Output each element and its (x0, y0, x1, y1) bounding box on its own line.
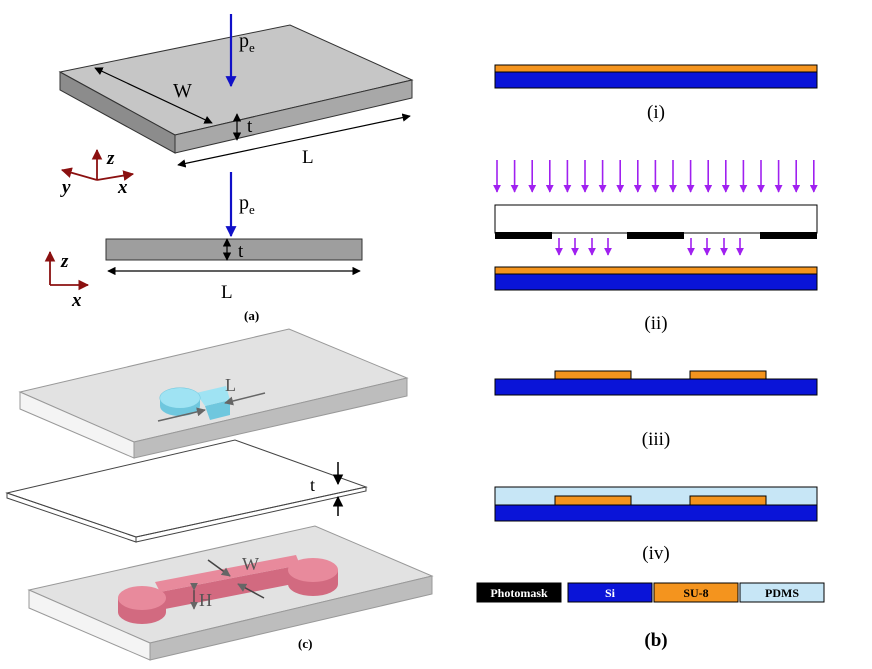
caption-a: (a) (244, 308, 259, 323)
step-label-iv: (iv) (642, 543, 669, 564)
step-i-stack (494, 64, 818, 89)
length-arrow-c-2 (157, 407, 206, 422)
legend: Photomask Si SU-8 PDMS (476, 582, 825, 603)
legend-item-photomask: Photomask (476, 582, 562, 603)
top-slab (18, 328, 409, 459)
width-arrow-c-2 (237, 583, 265, 599)
su8-feature-2 (689, 495, 767, 506)
width-label-c: W (242, 554, 259, 574)
svg-text:SU-8: SU-8 (683, 586, 708, 600)
force-label-top: pe (239, 30, 255, 55)
step-ii-stack (494, 266, 818, 291)
cyan-channel (159, 386, 230, 420)
legend-item-su8: SU-8 (653, 582, 739, 603)
step-label-iii: (iii) (642, 429, 671, 450)
legend-item-pdms: PDMS (739, 582, 825, 603)
su8-layer (494, 266, 818, 275)
legend-item-si: Si (567, 582, 653, 603)
mask-glass (494, 204, 818, 234)
plate-side-view (105, 238, 363, 261)
si-substrate (494, 504, 818, 522)
force-label-side: pe (239, 192, 255, 217)
photomask-assembly (494, 204, 818, 239)
step-iii-stack (494, 370, 818, 396)
length-label-side: L (221, 282, 233, 303)
caption-c: (c) (298, 636, 312, 651)
width-label: W (173, 80, 192, 102)
axis-x-label-side: x (71, 290, 82, 311)
mask-block-3 (760, 232, 817, 239)
su8-feature-1 (554, 370, 632, 380)
caption-b: (b) (644, 630, 667, 651)
length-arrow-c-1 (224, 392, 266, 406)
step-iv-stack (494, 486, 818, 522)
step-label-ii: (ii) (644, 313, 667, 334)
height-label-c: H (199, 590, 212, 610)
su8-feature-2 (689, 370, 767, 380)
panel-c: L t W H (c) (5, 328, 434, 661)
axis-z-label-top: z (106, 148, 115, 169)
uv-transmitted-arrows (555, 238, 744, 256)
thickness-label-side: t (238, 241, 244, 262)
pdms-layer (494, 486, 818, 506)
thin-sheet (5, 439, 368, 543)
si-substrate (494, 71, 818, 89)
axis-z-label-side: z (60, 251, 69, 272)
panel-a: W pe t L z y x pe t L z x ( (44, 14, 414, 323)
axis-y-label: y (60, 177, 71, 198)
length-label-top: L (302, 147, 314, 168)
su8-layer (494, 64, 818, 73)
plate-3d (58, 24, 414, 154)
panel-b: (i) (ii) (iii) (iv) (476, 64, 825, 651)
thickness-label-c: t (310, 475, 315, 495)
svg-text:Si: Si (605, 586, 616, 600)
length-label-c: L (225, 375, 236, 395)
svg-text:Photomask: Photomask (490, 586, 548, 600)
length-dimension-arrow-top (177, 113, 411, 168)
width-arrow-c-1 (207, 559, 231, 577)
thickness-label-top: t (247, 116, 253, 137)
axis-x-label-top: x (117, 177, 128, 198)
su8-feature-1 (554, 495, 632, 506)
uv-light-arrows (493, 160, 818, 193)
axes-2d: z x (44, 250, 90, 311)
si-substrate (494, 378, 818, 396)
mask-block-2 (627, 232, 684, 239)
axes-3d: z y x (60, 148, 135, 198)
si-substrate (494, 273, 818, 291)
step-label-i: (i) (647, 102, 665, 123)
mask-block-1 (495, 232, 552, 239)
svg-text:PDMS: PDMS (765, 586, 799, 600)
